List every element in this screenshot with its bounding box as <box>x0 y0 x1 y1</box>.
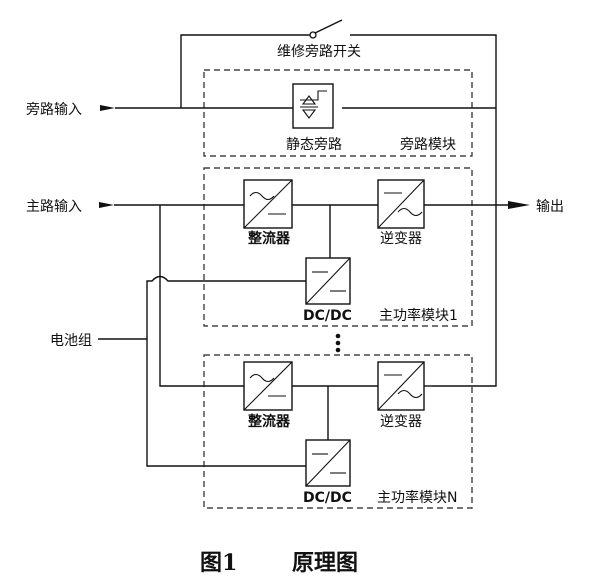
dcdc-n-box <box>305 439 351 487</box>
battery-pack-label: 电池组 <box>50 333 92 349</box>
inverter-n-box <box>377 361 425 411</box>
rectifier-1-label: 整流器 <box>247 230 291 247</box>
dcdc-1-label: DC/DC <box>303 308 352 324</box>
maintenance-bypass-switch <box>309 19 343 39</box>
output-arrow <box>508 201 530 209</box>
rectifier-n-label: 整流器 <box>247 413 291 430</box>
battery-link-1 <box>146 275 306 339</box>
inverter-n-label: 逆变器 <box>380 414 422 430</box>
static-bypass-label: 静态旁路 <box>286 136 342 153</box>
main-power-module-1-frame <box>203 167 473 327</box>
output-label: 输出 <box>536 199 564 215</box>
main-input-branch-n <box>159 205 244 387</box>
main-power-module-n-label: 主功率模块N <box>377 489 457 506</box>
dcdc-n-label: DC/DC <box>303 490 352 506</box>
bypass-input-label: 旁路输入 <box>26 101 82 118</box>
main-input-arrow <box>99 202 114 208</box>
main-power-module-n-frame <box>203 354 473 509</box>
bypass-input-line <box>100 105 496 111</box>
maintenance-bypass-switch-label: 维修旁路开关 <box>277 43 361 60</box>
battery-line <box>98 338 306 467</box>
ellipsis-dots <box>335 333 341 353</box>
dcdc-1-box <box>305 257 351 305</box>
figure-title: 原理图 <box>292 550 358 576</box>
inverter-1-box <box>377 179 425 229</box>
inverter-1-label: 逆变器 <box>380 231 422 247</box>
main-input-line <box>99 201 530 209</box>
main-power-module-1-label: 主功率模块1 <box>379 307 458 324</box>
main-input-label: 主路输入 <box>26 199 82 215</box>
rectifier-n-box <box>243 361 293 411</box>
figure-number: 图1 <box>200 550 237 576</box>
bypass-input-arrow <box>100 105 115 111</box>
maintenance-bypass-path <box>180 19 497 387</box>
rectifier-1-box <box>243 179 293 229</box>
static-bypass-box <box>292 83 334 129</box>
bypass-module-label: 旁路模块 <box>400 136 456 153</box>
bypass-module-frame <box>203 69 473 157</box>
